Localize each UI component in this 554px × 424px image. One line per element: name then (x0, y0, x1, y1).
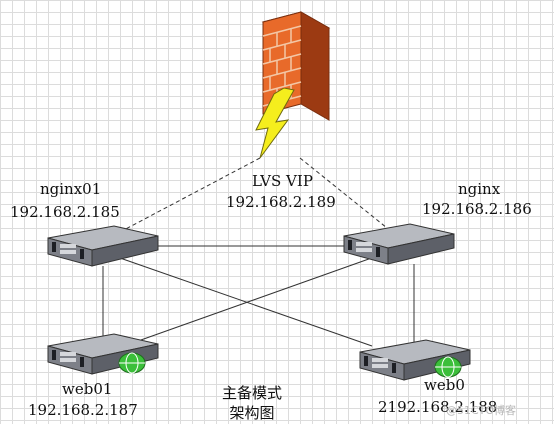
web01-ip-label: 192.168.2.187 (28, 401, 138, 419)
vip-ip-label: 192.168.2.189 (226, 193, 336, 211)
nginx02-name-label: nginx (458, 180, 501, 198)
vip-to-nginx02-link (299, 157, 393, 233)
nginx02-web01-link (123, 254, 381, 347)
nginx01-name-label: nginx01 (40, 180, 102, 198)
rack-server-icon (343, 223, 455, 265)
caption-line-1: 主备模式 (222, 384, 283, 402)
caption-line-2: 架构图 (229, 404, 275, 422)
network-globe-icon (434, 356, 462, 378)
rack-server-icon (47, 225, 159, 267)
network-globe-icon (118, 352, 146, 374)
nginx02-ip-label: 192.168.2.186 (422, 200, 532, 218)
nginx01-ip-label: 192.168.2.185 (10, 203, 120, 221)
web02-name-label: web0 (424, 376, 465, 394)
lightning-bolt-icon (255, 88, 295, 159)
watermark: @51CTO博客 (446, 404, 517, 417)
web02-ip-label: 2192.168.2.188 (378, 398, 498, 416)
vip-to-nginx01-link (119, 157, 261, 233)
firewall-icon (261, 11, 331, 121)
nginx01-web02-link (119, 257, 373, 347)
diagram-caption: 主备模式 架构图 (222, 383, 282, 423)
web01-name-label: web01 (62, 380, 113, 398)
vip-name-label: LVS VIP (252, 172, 313, 190)
